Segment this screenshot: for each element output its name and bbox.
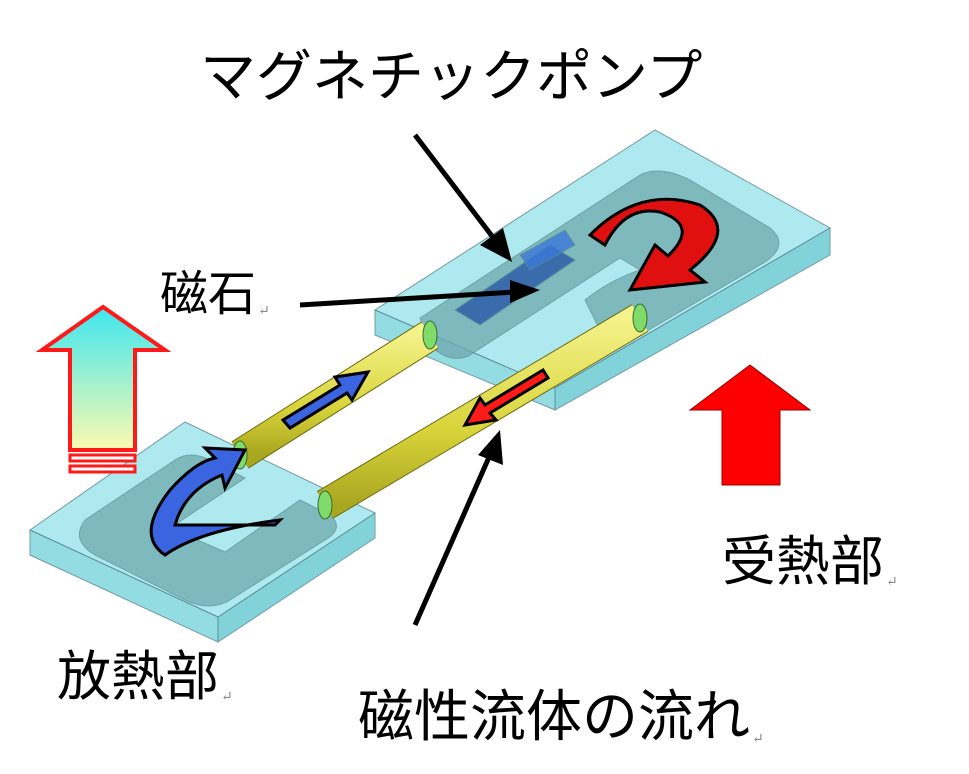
paragraph-mark: ↵ [258,303,270,319]
paragraph-mark: ↵ [886,574,898,590]
paragraph-mark: ↵ [221,689,233,705]
title-magnetic-pump: マグネチックポンプ [200,45,703,110]
curved-arrow-blue [149,446,285,557]
label-heat-release-text: 放熱部 [57,645,219,708]
flow-arrow-blue-tube [280,370,371,430]
label-flow: 磁性流体の流れ↵ [358,690,764,747]
flow-arrow-red-tube [462,367,551,427]
heat-release-arrow [35,304,172,474]
curved-arrow-red [587,197,720,292]
pointer-arrows [299,133,540,627]
label-heat-release: 放熱部↵ [57,650,233,705]
paragraph-mark: ↵ [752,731,764,747]
label-magnet: 磁石↵ [160,270,270,318]
heat-receive-arrow [688,364,812,486]
label-heat-receive: 受熱部↵ [722,535,898,590]
label-heat-receive-text: 受熱部 [722,530,884,593]
label-flow-text: 磁性流体の流れ [358,685,750,750]
label-magnet-text: 磁石 [160,266,257,322]
